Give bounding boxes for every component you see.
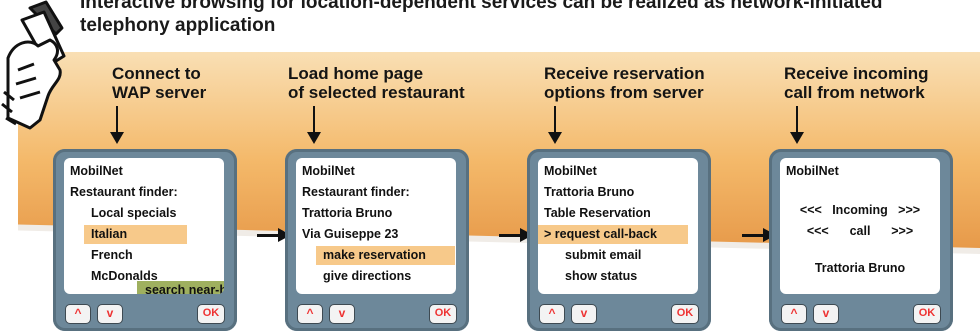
step-2-down-arrow bbox=[307, 106, 321, 144]
flow-arrow-1 bbox=[257, 228, 291, 242]
phone-3: MobilNet Trattoria Bruno Table Reservati… bbox=[527, 149, 711, 331]
ok-key[interactable]: OK bbox=[429, 304, 457, 324]
screen-line: Restaurant finder: bbox=[302, 185, 410, 199]
down-key[interactable]: v bbox=[329, 304, 355, 324]
up-key[interactable]: ^ bbox=[781, 304, 807, 324]
menu-item[interactable]: Local specials bbox=[91, 206, 177, 220]
step-4-label: Receive incoming call from network bbox=[784, 64, 929, 102]
step-3-label-line1: Receive reservation bbox=[544, 64, 705, 83]
down-key[interactable]: v bbox=[97, 304, 123, 324]
menu-item[interactable]: McDonalds bbox=[91, 269, 158, 283]
screen-line: Trattoria Bruno bbox=[544, 185, 635, 199]
phone-1-keys: ^ v OK bbox=[65, 304, 225, 326]
down-key[interactable]: v bbox=[813, 304, 839, 324]
phone-3-keys: ^ v OK bbox=[539, 304, 699, 326]
caller-name: Trattoria Bruno bbox=[814, 261, 906, 275]
up-key[interactable]: ^ bbox=[297, 304, 323, 324]
screen-line: MobilNet bbox=[302, 164, 355, 178]
step-3-label-line2: options from server bbox=[544, 83, 704, 102]
ok-key[interactable]: OK bbox=[197, 304, 225, 324]
request-call-back-item[interactable]: > request call-back bbox=[538, 225, 688, 244]
phone-4-screen: MobilNet <<< Incoming >>> <<< call >>> T… bbox=[780, 158, 940, 294]
give-directions-item[interactable]: give directions bbox=[323, 269, 412, 283]
ok-key[interactable]: OK bbox=[671, 304, 699, 324]
phone-2-keys: ^ v OK bbox=[297, 304, 457, 326]
screen-line: Restaurant finder: bbox=[70, 185, 178, 199]
diagram-title: Interactive browsing for location-depend… bbox=[80, 0, 883, 36]
screen-line: MobilNet bbox=[544, 164, 597, 178]
screen-line: MobilNet bbox=[786, 164, 839, 178]
screen-line: MobilNet bbox=[70, 164, 123, 178]
step-3-label: Receive reservation options from server bbox=[544, 64, 705, 102]
phone-2-screen: MobilNet Restaurant finder: Trattoria Br… bbox=[296, 158, 456, 294]
screen-line: Trattoria Bruno bbox=[302, 206, 393, 220]
up-key[interactable]: ^ bbox=[539, 304, 565, 324]
step-2-label-line1: Load home page bbox=[288, 64, 424, 83]
step-4-down-arrow bbox=[790, 106, 804, 144]
step-2-label: Load home page of selected restaurant bbox=[288, 64, 465, 102]
step-2-label-line2: of selected restaurant bbox=[288, 83, 465, 102]
phone-4: MobilNet <<< Incoming >>> <<< call >>> T… bbox=[769, 149, 953, 331]
screen-line: Table Reservation bbox=[544, 206, 651, 220]
menu-item-selected[interactable]: Italian bbox=[84, 225, 187, 244]
step-1-down-arrow bbox=[110, 106, 124, 144]
ok-key[interactable]: OK bbox=[913, 304, 941, 324]
step-1-label-line1: Connect to bbox=[112, 64, 201, 83]
hand-with-phone-illustration bbox=[1, 0, 66, 130]
step-1-label: Connect to WAP server bbox=[112, 64, 206, 102]
search-nearby-button[interactable]: search near-by bbox=[137, 281, 224, 294]
flow-arrow-3 bbox=[742, 228, 776, 242]
phone-2: MobilNet Restaurant finder: Trattoria Br… bbox=[285, 149, 469, 331]
call-line: <<< call >>> bbox=[806, 224, 914, 238]
phone-1-screen: MobilNet Restaurant finder: Local specia… bbox=[64, 158, 224, 294]
make-reservation-item[interactable]: make reservation bbox=[316, 246, 455, 265]
phone-3-screen: MobilNet Trattoria Bruno Table Reservati… bbox=[538, 158, 698, 294]
more-indicator: ...... bbox=[565, 286, 586, 294]
down-key[interactable]: v bbox=[571, 304, 597, 324]
step-4-label-line1: Receive incoming bbox=[784, 64, 929, 83]
phone-4-keys: ^ v OK bbox=[781, 304, 941, 326]
up-key[interactable]: ^ bbox=[65, 304, 91, 324]
incoming-line: <<< Incoming >>> bbox=[799, 203, 921, 217]
show-status-item[interactable]: show status bbox=[565, 269, 638, 283]
step-4-label-line2: call from network bbox=[784, 83, 925, 102]
flow-arrow-2 bbox=[499, 228, 533, 242]
step-3-down-arrow bbox=[548, 106, 562, 144]
menu-item[interactable]: French bbox=[91, 248, 133, 262]
screen-line: Via Guiseppe 23 bbox=[302, 227, 399, 241]
phone-1: MobilNet Restaurant finder: Local specia… bbox=[53, 149, 237, 331]
submit-email-item[interactable]: submit email bbox=[565, 248, 642, 262]
step-1-label-line2: WAP server bbox=[112, 83, 207, 102]
